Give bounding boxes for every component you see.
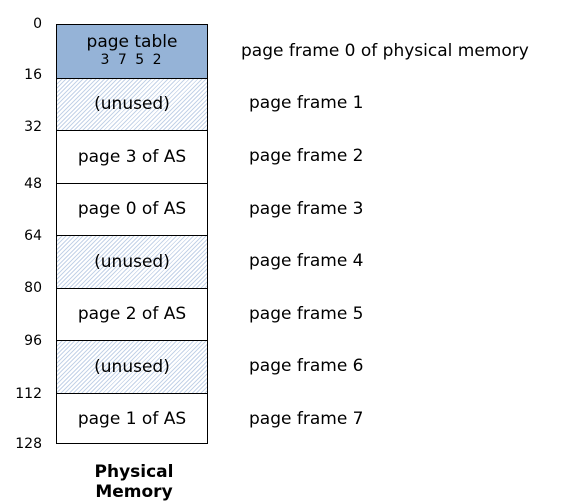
page-table-entries: 3 7 5 2 [100,52,164,69]
frame-5-label: page frame 5 [249,304,364,324]
address-label-16: 16 [24,67,42,83]
physical-memory-column: page table 3 7 5 2 (unused) page 3 of AS… [56,24,208,444]
frame-6: (unused) [57,340,207,393]
frame-2-content: page 3 of AS [77,146,187,167]
frame-0-page-table: page table 3 7 5 2 [57,25,207,78]
frame-7: page 1 of AS [57,392,207,446]
frame-2-label: page frame 2 [249,146,364,166]
address-label-32: 32 [24,119,42,135]
frame-4-content: (unused) [94,251,170,272]
frame-4: (unused) [57,235,207,288]
address-label-96: 96 [24,333,42,349]
address-label-64: 64 [24,228,42,244]
frame-1: (unused) [57,77,207,130]
address-label-0: 0 [33,16,42,32]
frame-3-label: page frame 3 [249,199,364,219]
frame-6-label: page frame 6 [249,356,364,376]
page-table-title: page table [86,32,178,53]
frame-1-label: page frame 1 [249,93,364,113]
frame-5: page 2 of AS [57,287,207,341]
frame-2: page 3 of AS [57,130,207,183]
address-label-112: 112 [15,386,42,402]
frame-0-label: page frame 0 of physical memory [241,41,529,61]
address-label-48: 48 [24,176,42,192]
frame-3-content: page 0 of AS [77,199,187,220]
frame-6-content: (unused) [94,356,170,377]
frame-5-content: page 2 of AS [77,304,187,325]
physical-memory-caption: Physical Memory [94,462,174,502]
frame-4-label: page frame 4 [249,251,364,271]
address-label-128: 128 [15,436,42,452]
frame-1-content: (unused) [94,94,170,115]
address-label-80: 80 [24,280,42,296]
frame-7-content: page 1 of AS [77,409,187,430]
frame-7-label: page frame 7 [249,409,364,429]
frame-3: page 0 of AS [57,182,207,236]
